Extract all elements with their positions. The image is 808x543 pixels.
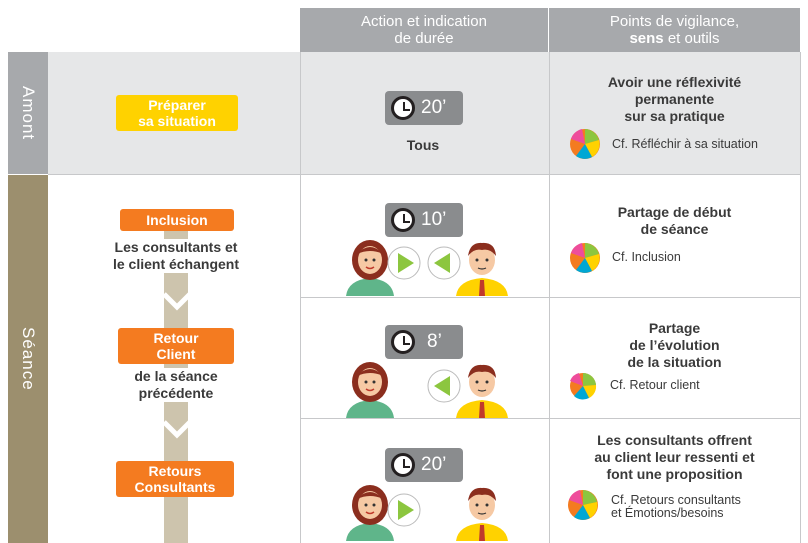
step-tag-inclusion-label: Inclusion [146,212,208,228]
step-tag-line2: Client [156,346,196,362]
pie-tool-icon [570,129,600,159]
header-action-duree: Action et indication de durée [300,8,548,52]
vigilance-line: Partage [648,320,701,336]
step-tag-preparer: Préparer sa situation [116,95,238,131]
header-vigilance: Points de vigilance, sens et outils [549,8,800,52]
chevron-down-icon [162,420,192,439]
timer-value: 20’ [421,454,447,475]
header-action-line2: de durée [394,30,454,47]
vigilance-line: de séance [640,221,709,237]
vigilance-line: de la situation [627,354,722,370]
vigilance-line: Les consultants offrent [597,432,752,448]
clock-icon [391,208,415,232]
man-client-icon [456,242,508,296]
header-action-line1: Action et indication [361,13,487,30]
section-amont: Amont [8,52,48,174]
vigilance-line: sur sa pratique [624,108,725,124]
chevron-down-icon [162,292,192,311]
vigilance-line: Avoir une réflexivité [607,74,742,90]
section-seance-label: Séance [19,327,38,391]
tool-reference: Cf. Retour client [610,378,700,392]
step-description: Les consultants et le client échangent [96,239,256,273]
timer-value: 20’ [421,97,447,118]
arrow-left-icon [427,369,461,403]
step-desc-line: le client échangent [112,256,240,272]
step-desc-line: précédente [138,385,214,401]
timer-badge: 20’ [385,91,463,125]
step-tag-line1: Retour [153,330,199,346]
header-vigilance-bold: sens [629,30,664,47]
tool-reference-line: et Émotions/besoins [611,506,724,520]
clock-icon [391,453,415,477]
woman-consultant-icon [346,240,394,296]
section-seance: Séance [8,175,48,543]
arrow-left-icon [427,246,461,280]
vigilance-line: Partage de début [617,204,732,220]
man-client-icon [456,487,508,541]
pie-tool-icon [570,243,600,273]
timer-badge: 10’ [385,203,463,237]
pie-tool-icon [570,372,597,400]
arrow-right-icon [387,246,421,280]
woman-consultant-icon [346,362,394,418]
timer-value: 10’ [421,209,447,230]
step-tag-retour-client: Retour Client [118,328,234,364]
timer-value: 8’ [427,331,442,352]
vigilance-text: Les consultants offrent au client leur r… [549,432,800,483]
woman-consultant-icon [346,485,394,541]
vigilance-line: de l’évolution [629,337,720,353]
step-tag-preparer-line2: sa situation [138,113,216,129]
arrow-right-icon [387,493,421,527]
timer-badge: 8’ [385,325,463,359]
vigilance-line: au client leur ressenti et [594,449,755,465]
vigilance-line: permanente [634,91,715,107]
step-description: de la séance précédente [116,368,236,402]
step-desc-line: Les consultants et [114,239,238,255]
step-desc-line: de la séance [134,368,218,384]
section-amont-label: Amont [19,85,38,141]
header-vigilance-line1: Points de vigilance, [609,13,740,30]
vigilance-line: font une proposition [606,466,743,482]
step-tag-line1: Retours [148,463,202,479]
tool-reference: Cf. Réfléchir à sa situation [612,137,758,151]
tool-reference: Cf. Inclusion [612,250,681,264]
who-label: Tous [406,137,440,153]
step-tag-inclusion: Inclusion [120,209,234,231]
tool-reference: Cf. Retours consultants et Émotions/beso… [611,494,741,520]
step-tag-retours-consultants: Retours Consultants [116,461,234,497]
header-vigilance-rest: et outils [663,30,720,47]
tool-reference-line: Cf. Retours consultants [611,493,741,507]
man-client-icon [456,364,508,418]
clock-icon [391,96,415,120]
timer-badge: 20’ [385,448,463,482]
vigilance-text: Partage de début de séance [549,204,800,238]
vigilance-text: Partage de l’évolution de la situation [549,320,800,371]
step-tag-line2: Consultants [134,479,216,495]
pie-tool-icon [568,490,598,520]
vigilance-text: Avoir une réflexivité permanente sur sa … [549,74,800,125]
clock-icon [391,330,415,354]
step-tag-preparer-line1: Préparer [148,97,206,113]
